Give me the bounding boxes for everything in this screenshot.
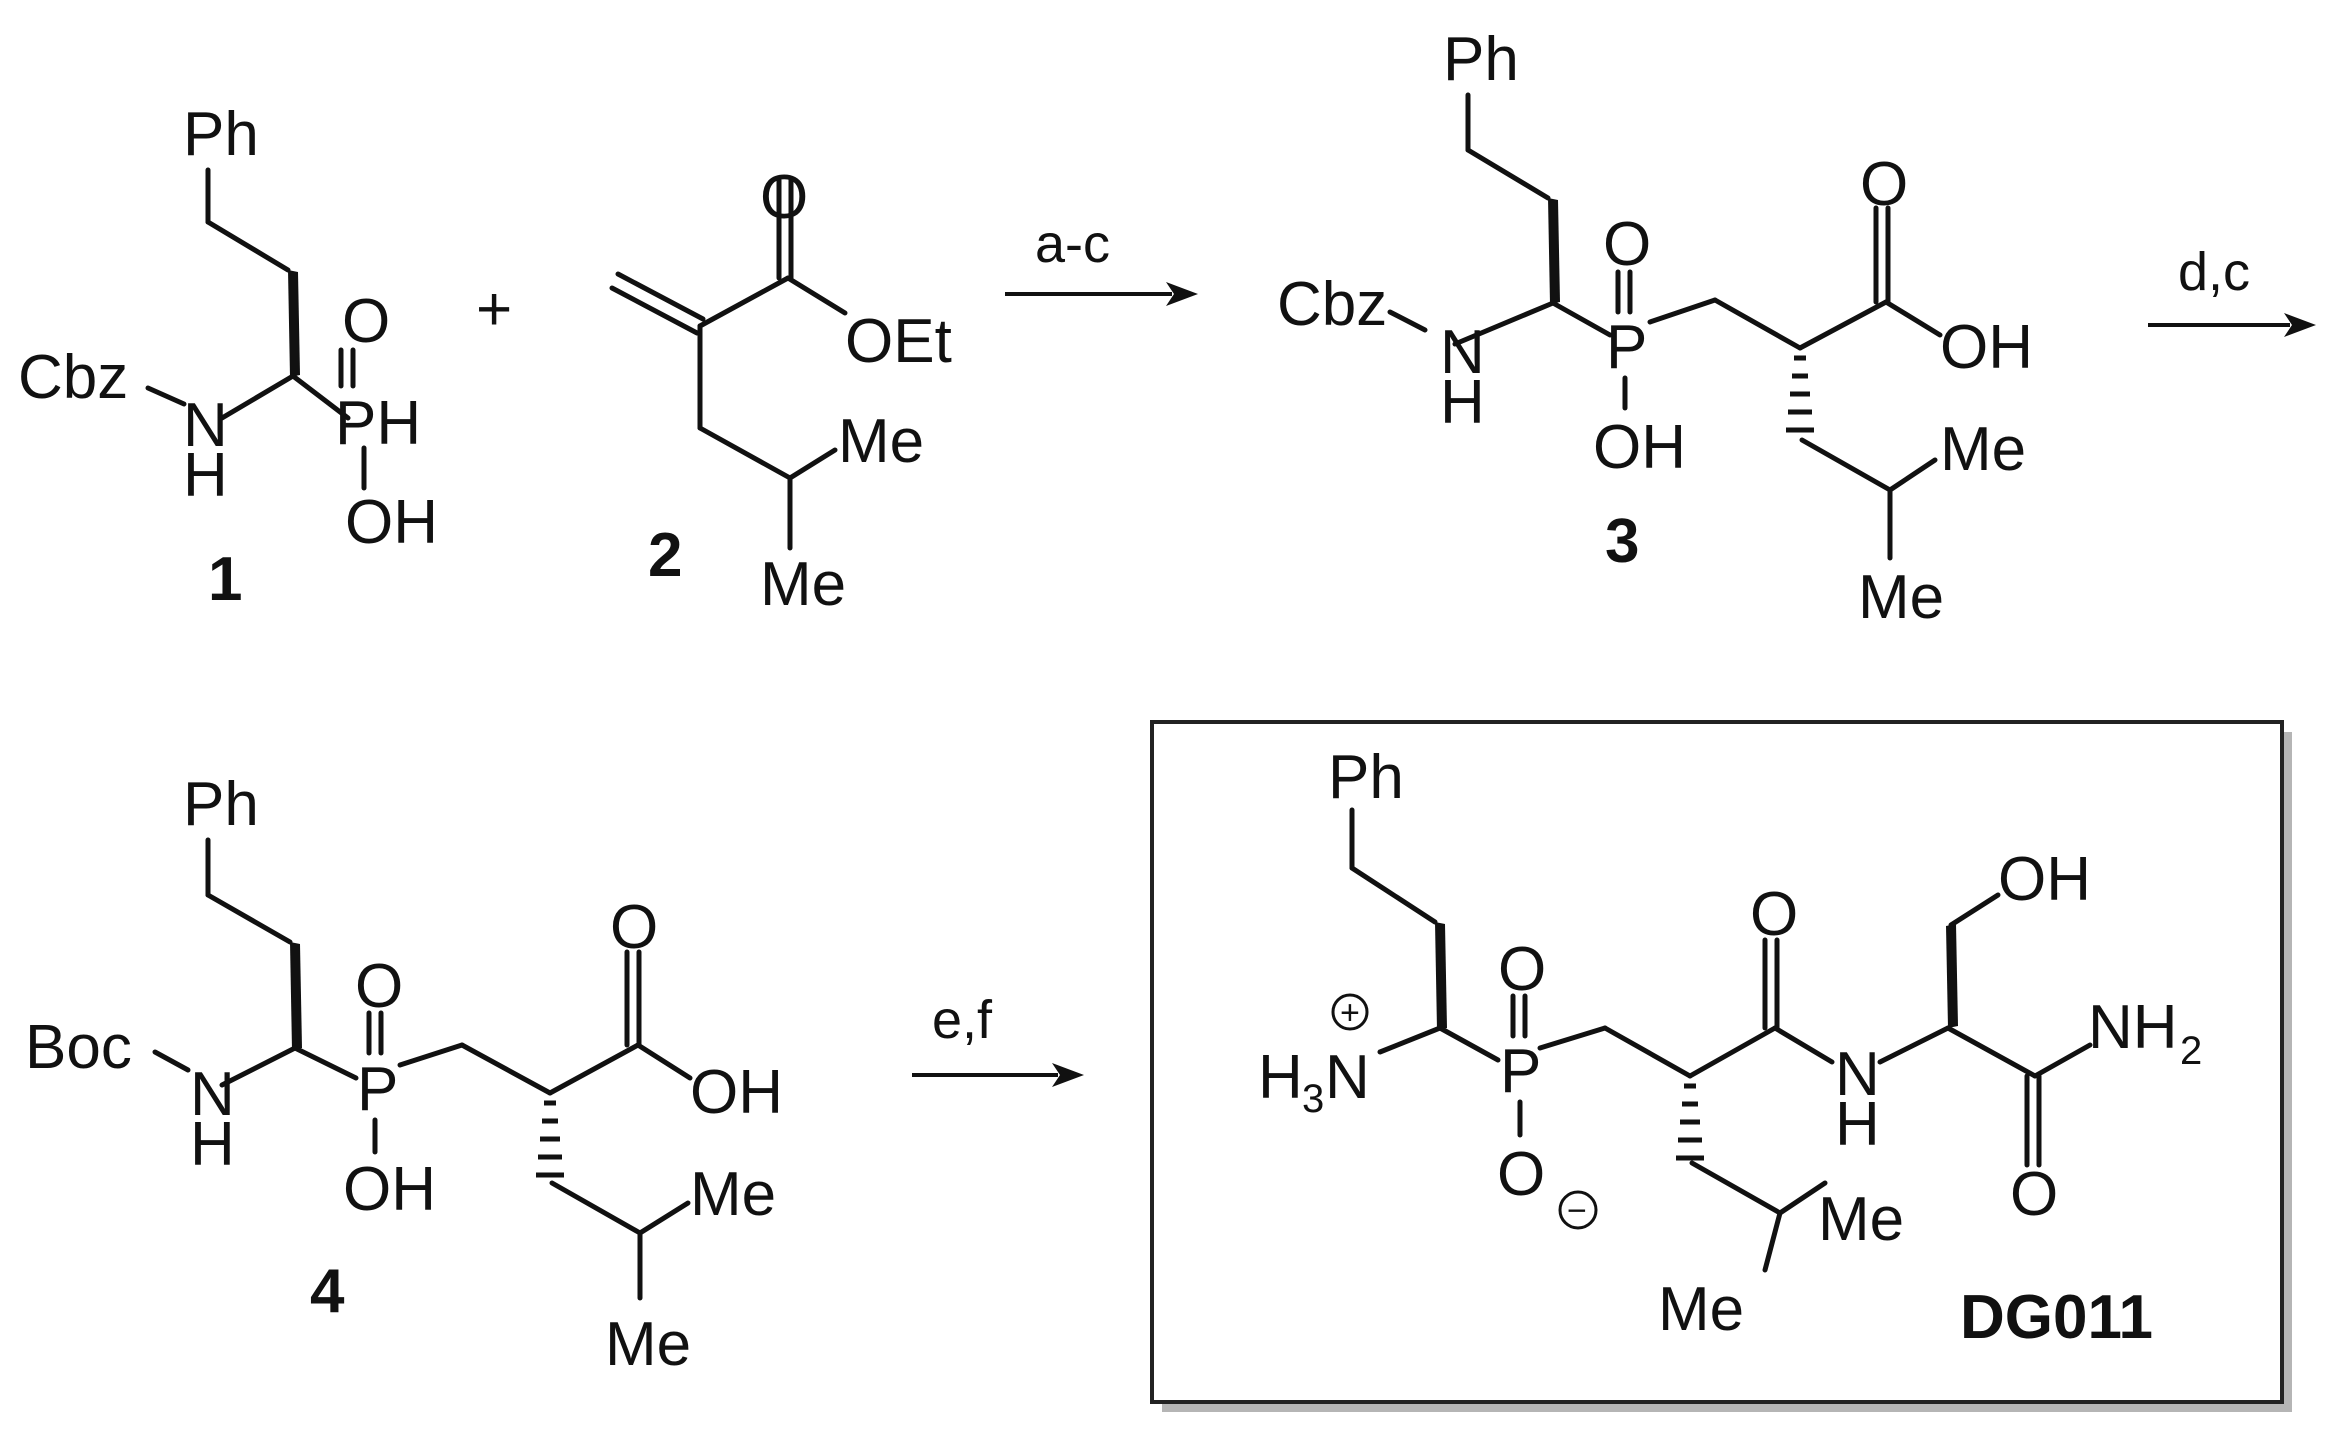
product-dg011: Ph + H 3 N O P O − O N H OH NH 2 O Me Me… (1258, 743, 2202, 1352)
compound-4-phosphorus: P (357, 1055, 398, 1124)
compound-3-nh: H (1440, 368, 1485, 437)
product-plus-charge: + (1340, 994, 1360, 1032)
product-ammonium-nitrogen: N (1325, 1043, 1370, 1112)
compound-1-ph-group: PH (335, 389, 421, 458)
product-ammonium-h: H (1258, 1043, 1303, 1112)
product-hashed-bond (1676, 1083, 1704, 1161)
compound-1-phenyl: Ph (183, 100, 259, 169)
compound-4-nh: H (190, 1110, 235, 1179)
product-ammonium-subscript: 3 (1302, 1077, 1324, 1121)
product-terminal-oxygen: O (2010, 1160, 2058, 1229)
compound-1-label: 1 (208, 545, 242, 614)
compound-4-methyl-1: Me (690, 1160, 776, 1229)
compound-4-label: 4 (310, 1257, 345, 1326)
plus-sign: + (476, 275, 512, 344)
product-minus-charge: − (1567, 1192, 1587, 1230)
compound-3-p-hydroxyl: OH (1593, 413, 1686, 482)
compound-3-phosphorus: P (1606, 313, 1647, 382)
compound-4-boc: Boc (25, 1013, 132, 1082)
product-label: DG011 (1960, 1283, 2153, 1352)
compound-1-cbz: Cbz (18, 343, 128, 412)
compound-3-bonds (1387, 92, 1943, 561)
compound-4-methyl-2: Me (605, 1310, 691, 1379)
compound-4: Ph Boc N H O P OH O OH Me Me 4 (25, 770, 783, 1379)
reaction-arrow-1: a-c (1005, 214, 1198, 306)
compound-1-bonds (145, 167, 367, 491)
compound-4-acid-hydroxyl: OH (690, 1058, 783, 1127)
compound-1-p-oxygen: O (342, 287, 390, 356)
compound-4-p-hydroxyl: OH (343, 1155, 436, 1224)
compound-4-phenyl: Ph (183, 770, 259, 839)
compound-4-nitrogen: N (190, 1060, 235, 1129)
compound-3-label: 3 (1605, 507, 1639, 576)
compound-3: Ph Cbz N H O P OH O OH Me Me 3 (1277, 25, 2033, 632)
compound-3-hashed-bond (1786, 355, 1814, 433)
compound-3-cbz: Cbz (1277, 270, 1387, 339)
product-phosphinate-oxygen: O (1497, 1140, 1545, 1209)
compound-3-acid-oxygen: O (1860, 150, 1908, 219)
compound-1-nh: H (183, 441, 228, 510)
compound-2-bonds (609, 177, 848, 551)
step-2-conditions: d,c (2178, 242, 2250, 302)
compound-3-phenyl: Ph (1443, 25, 1519, 94)
product-p-oxygen: O (1498, 935, 1546, 1004)
compound-3-nitrogen: N (1440, 318, 1485, 387)
product-amide-nh2: NH (2088, 993, 2178, 1062)
compound-2: O OEt Me Me 2 (609, 163, 952, 619)
compound-2-ethoxy: OEt (845, 307, 952, 376)
product-amide-oxygen: O (1750, 880, 1798, 949)
product-methyl-1: Me (1818, 1185, 1904, 1254)
reaction-arrow-2: d,c (2148, 242, 2316, 337)
product-bonds (1349, 807, 2093, 1273)
product-serine-hydroxyl: OH (1998, 845, 2091, 914)
compound-1: Ph Cbz N H O PH OH 1 (18, 100, 438, 614)
compound-4-p-oxygen: O (355, 952, 403, 1021)
compound-1-hydroxyl: OH (345, 488, 438, 557)
compound-3-methyl-2: Me (1858, 563, 1944, 632)
step-3-conditions: e,f (932, 990, 993, 1050)
reaction-arrow-3: e,f (912, 990, 1084, 1087)
product-phenyl: Ph (1328, 743, 1404, 812)
product-plus-charge-circle (1331, 993, 1369, 1031)
compound-4-acid-oxygen: O (610, 893, 658, 962)
product-amide-nitrogen: N (1835, 1040, 1880, 1109)
compound-3-methyl-1: Me (1940, 415, 2026, 484)
product-amide-h: H (1835, 1090, 1880, 1159)
compound-4-bonds (152, 837, 693, 1301)
compound-4-hashed-bond (536, 1100, 564, 1178)
step-1-conditions: a-c (1035, 214, 1110, 274)
compound-2-carbonyl-oxygen: O (760, 163, 808, 232)
compound-3-acid-hydroxyl: OH (1940, 313, 2033, 382)
compound-2-methyl-1: Me (838, 407, 924, 476)
product-phosphorus: P (1500, 1037, 1541, 1106)
product-methyl-2: Me (1658, 1275, 1744, 1344)
compound-2-methyl-2: Me (760, 550, 846, 619)
product-amide-nh2-subscript: 2 (2180, 1029, 2202, 1073)
product-minus-charge-circle (1558, 1190, 1598, 1230)
compound-3-p-oxygen: O (1603, 210, 1651, 279)
compound-1-nitrogen: N (183, 391, 228, 460)
compound-2-label: 2 (648, 521, 682, 590)
